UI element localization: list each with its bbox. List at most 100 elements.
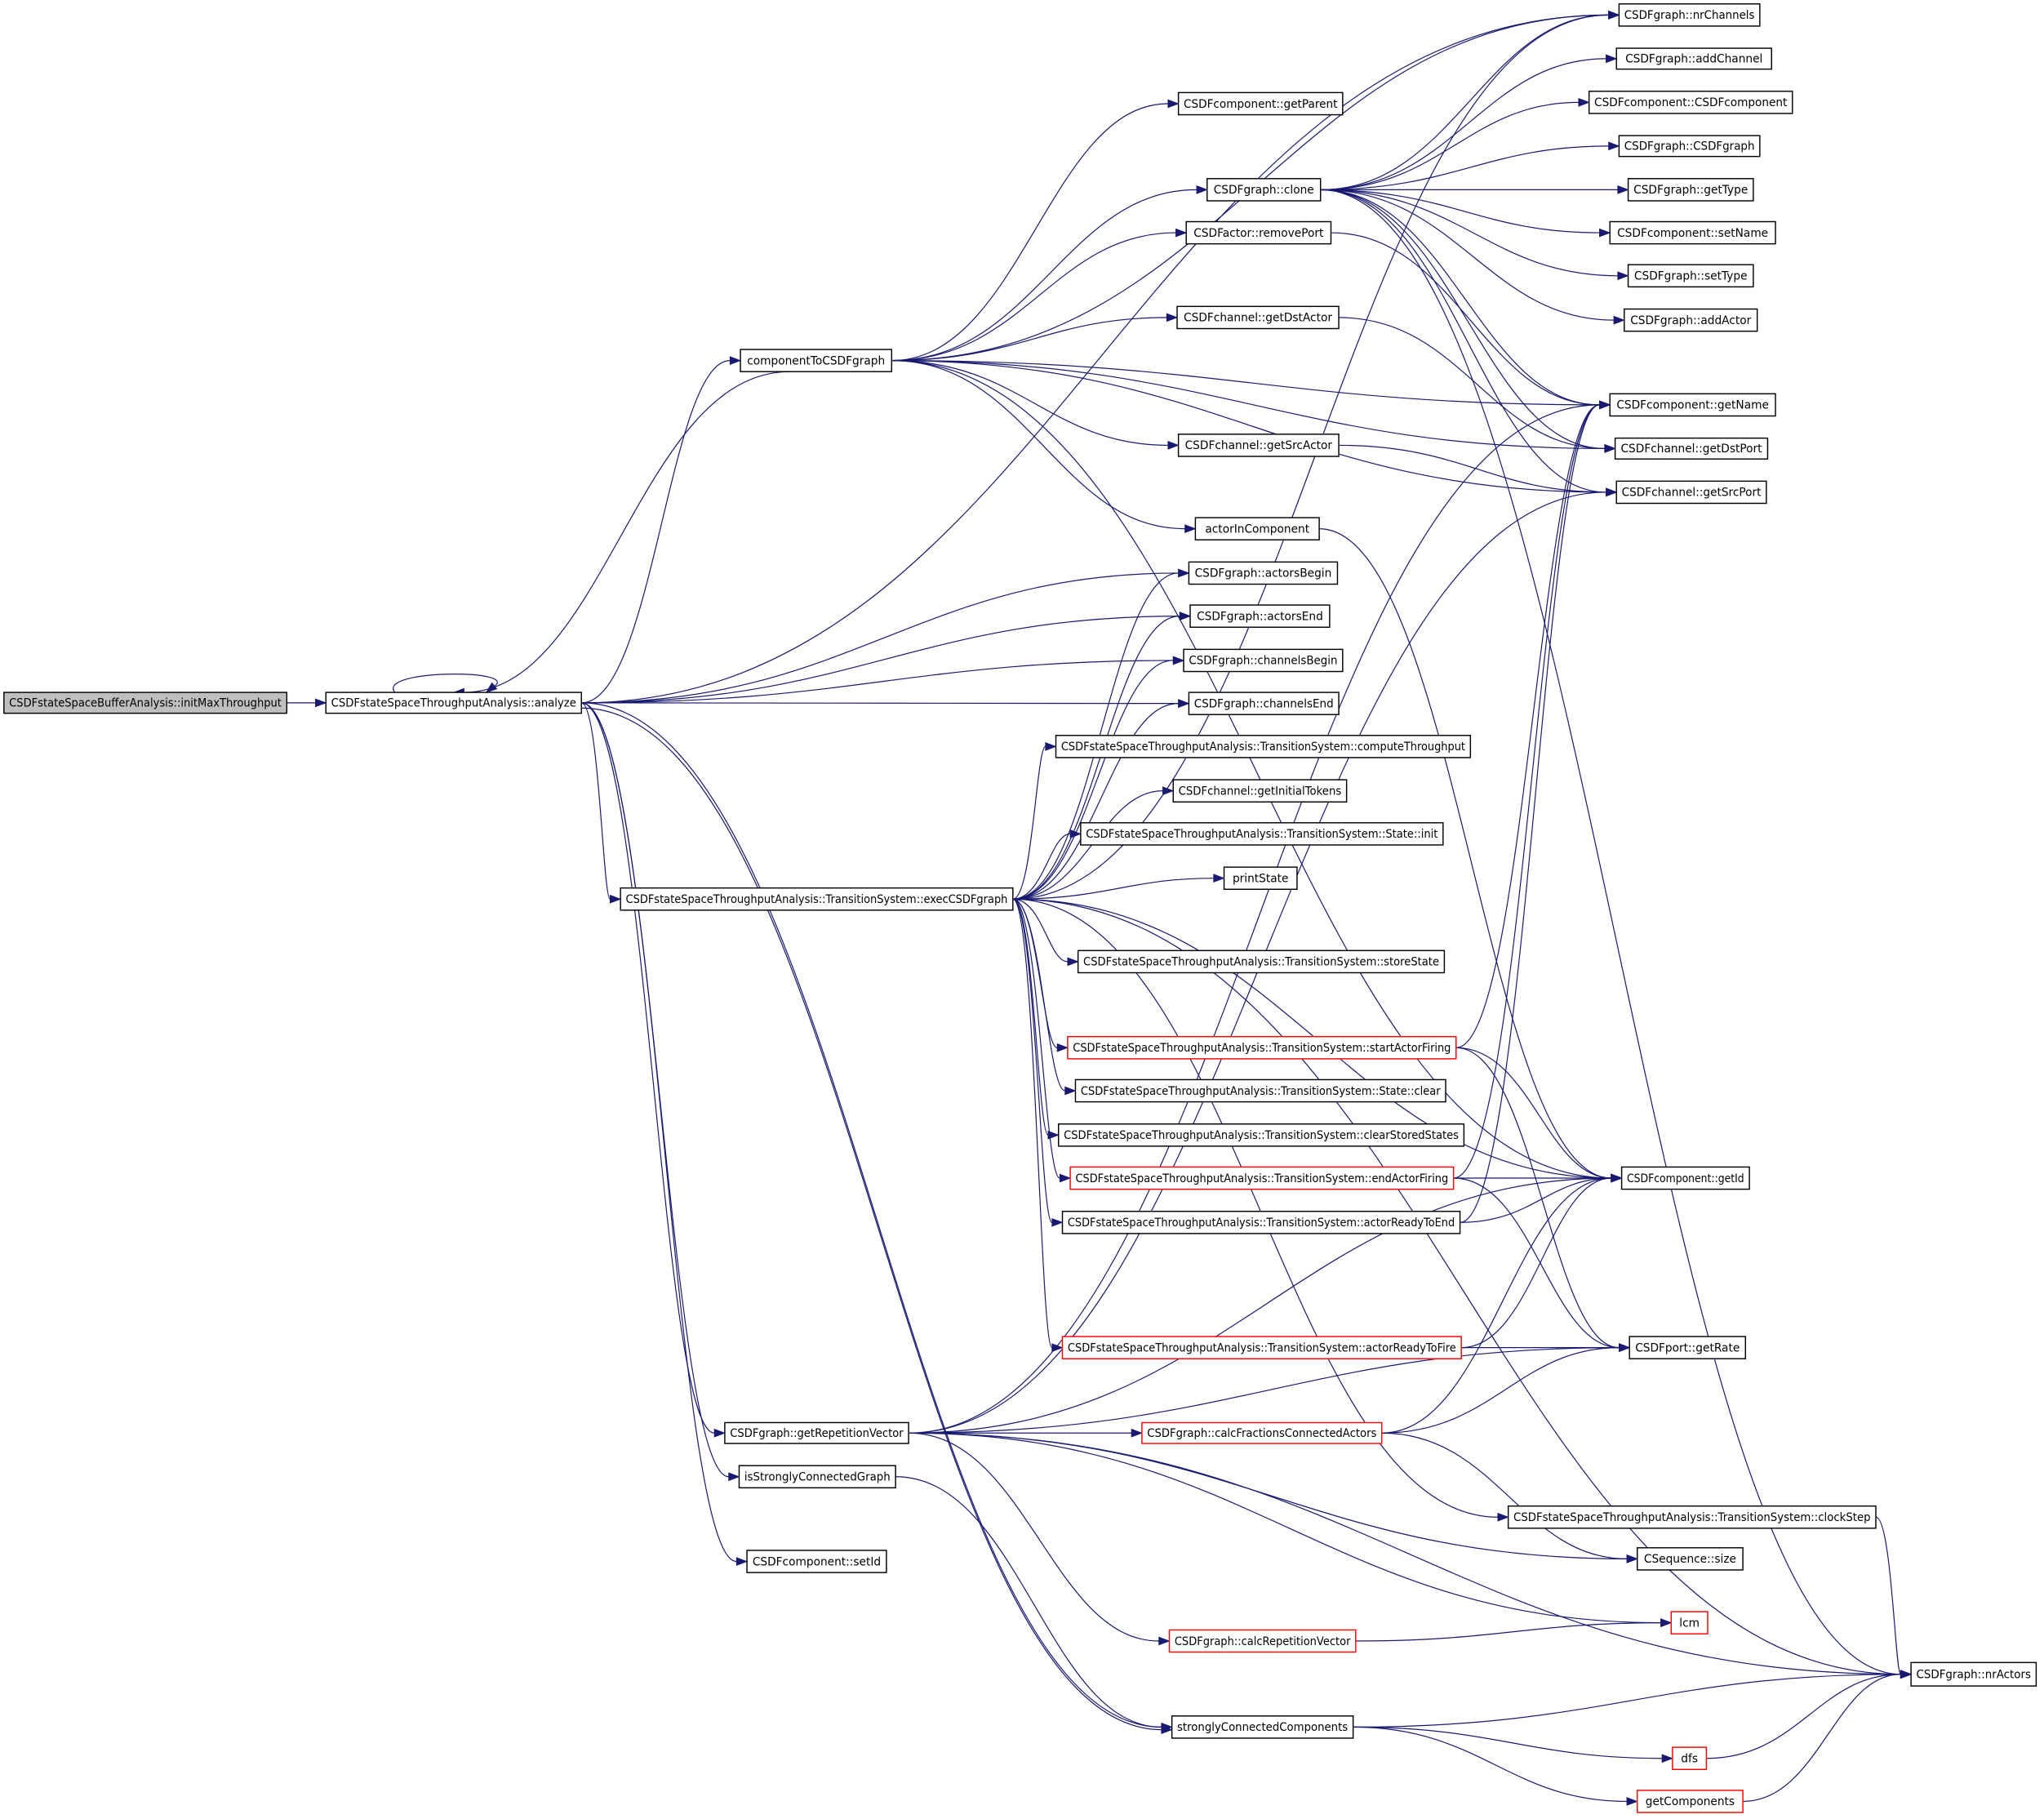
node-get-parent[interactable]: CSDFcomponent::getParent bbox=[1177, 91, 1344, 116]
edge-line bbox=[1012, 898, 1065, 1092]
edge-actor-ready-to-fire-to-get-id bbox=[1461, 1173, 1623, 1349]
node-dfs[interactable]: dfs bbox=[1672, 1746, 1708, 1771]
node-get-src-actor[interactable]: CSDFchannel::getSrcActor bbox=[1177, 434, 1340, 457]
node-box bbox=[1177, 434, 1340, 457]
node-get-repetition-vector[interactable]: CSDFgraph::getRepetitionVector bbox=[724, 1421, 909, 1444]
edge-line bbox=[1320, 58, 1606, 190]
node-label: CSDFgraph::actorsBegin bbox=[1195, 567, 1332, 580]
node-get-type[interactable]: CSDFgraph::getType bbox=[1627, 178, 1754, 202]
node-start-actor-firing[interactable]: CSDFstateSpaceThroughputAnalysis::Transi… bbox=[1067, 1036, 1457, 1060]
edge-clone-to-get-dst-port bbox=[1320, 189, 1616, 453]
node-scc[interactable]: stronglyConnectedComponents bbox=[1171, 1715, 1354, 1739]
edge-comp-to-graph-to-get-parent bbox=[891, 99, 1180, 362]
node-set-type[interactable]: CSDFgraph::setType bbox=[1627, 264, 1754, 288]
edge-line bbox=[1319, 528, 1611, 1179]
edge-line bbox=[909, 1432, 1159, 1642]
node-label: CSDFcomponent::getParent bbox=[1184, 98, 1338, 111]
node-get-id[interactable]: CSDFcomponent::getId bbox=[1620, 1166, 1750, 1190]
edge-line bbox=[1453, 1177, 1620, 1349]
node-nr-actors[interactable]: CSDFgraph::nrActors bbox=[1910, 1661, 2037, 1687]
node-state-init[interactable]: CSDFstateSpaceThroughputAnalysis::Transi… bbox=[1080, 822, 1444, 846]
arrowhead-icon bbox=[1158, 1636, 1171, 1646]
node-store-state[interactable]: CSDFstateSpaceThroughputAnalysis::Transi… bbox=[1077, 950, 1446, 974]
node-actor-in-component[interactable]: actorInComponent bbox=[1194, 517, 1320, 540]
node-get-dst-actor[interactable]: CSDFchannel::getDstActor bbox=[1176, 305, 1340, 330]
edge-get-repetition-vector-to-get-name bbox=[909, 400, 1611, 1434]
edge-exec-csdfgraph-to-actor-ready-to-end bbox=[1012, 898, 1064, 1227]
node-box bbox=[620, 887, 1014, 911]
edge-comp-to-graph-to-analyze bbox=[452, 371, 790, 697]
node-clone[interactable]: CSDFgraph::clone bbox=[1206, 178, 1322, 202]
arrowhead-icon bbox=[1611, 1173, 1623, 1183]
node-get-rate[interactable]: CSDFport::getRate bbox=[1629, 1336, 1747, 1359]
node-calc-repetition-vector[interactable]: CSDFgraph::calcRepetitionVector bbox=[1168, 1629, 1357, 1653]
node-channels-begin[interactable]: CSDFgraph::channelsBegin bbox=[1183, 648, 1344, 673]
node-set-name[interactable]: CSDFcomponent::setName bbox=[1609, 220, 1776, 245]
node-state-clear[interactable]: CSDFstateSpaceThroughputAnalysis::Transi… bbox=[1074, 1079, 1446, 1103]
edge-clone-to-get-src-port bbox=[1320, 189, 1618, 497]
node-label: CSDFstateSpaceThroughputAnalysis::analyz… bbox=[331, 697, 576, 710]
node-label: CSDFgraph::nrActors bbox=[1916, 1669, 2031, 1682]
node-label: CSDFchannel::getDstActor bbox=[1184, 312, 1332, 325]
edge-comp-to-graph-to-remove-port bbox=[891, 228, 1188, 362]
node-box bbox=[1637, 1547, 1744, 1571]
node-get-initial-tokens[interactable]: CSDFchannel::getInitialTokens bbox=[1172, 779, 1348, 803]
edge-line bbox=[1381, 1432, 1627, 1559]
node-calc-fractions[interactable]: CSDFgraph::calcFractionsConnectedActors bbox=[1141, 1421, 1383, 1444]
node-label: CSDFcomponent::getId bbox=[1627, 1172, 1744, 1185]
node-box bbox=[1185, 220, 1332, 245]
edge-line bbox=[581, 702, 1162, 1728]
node-get-name[interactable]: CSDFcomponent::getName bbox=[1609, 393, 1776, 417]
edge-line bbox=[1012, 898, 1053, 1223]
node-box bbox=[1055, 735, 1472, 758]
node-ctor-component[interactable]: CSDFcomponent::CSDFcomponent bbox=[1588, 91, 1793, 114]
edge-line bbox=[1320, 145, 1609, 190]
node-actors-begin[interactable]: CSDFgraph::actorsBegin bbox=[1188, 561, 1339, 585]
node-add-channel[interactable]: CSDFgraph::addChannel bbox=[1615, 47, 1772, 70]
node-label: CSDFgraph::clone bbox=[1214, 184, 1314, 197]
node-label: CSDFchannel::getSrcPort bbox=[1622, 487, 1762, 500]
node-label: CSDFstateSpaceThroughputAnalysis::Transi… bbox=[1073, 1042, 1451, 1055]
node-seq-size[interactable]: CSequence::size bbox=[1637, 1547, 1744, 1571]
node-actor-ready-to-end[interactable]: CSDFstateSpaceThroughputAnalysis::Transi… bbox=[1061, 1211, 1461, 1234]
node-actors-end[interactable]: CSDFgraph::actorsEnd bbox=[1189, 604, 1331, 628]
edge-clone-to-set-type bbox=[1320, 189, 1629, 281]
edge-comp-to-graph-to-actor-in-component bbox=[891, 360, 1197, 534]
node-label: CSDFstateSpaceThroughputAnalysis::Transi… bbox=[1081, 1085, 1441, 1098]
node-get-src-port[interactable]: CSDFchannel::getSrcPort bbox=[1615, 480, 1767, 505]
node-compute-throughput[interactable]: CSDFstateSpaceThroughputAnalysis::Transi… bbox=[1055, 735, 1472, 758]
node-box bbox=[1624, 308, 1758, 332]
edge-line bbox=[581, 616, 1180, 704]
node-label: CSDFstateSpaceThroughputAnalysis::Transi… bbox=[1075, 1172, 1448, 1185]
node-channels-end[interactable]: CSDFgraph::channelsEnd bbox=[1188, 692, 1340, 715]
node-exec-csdfgraph[interactable]: CSDFstateSpaceThroughputAnalysis::Transi… bbox=[620, 887, 1014, 911]
node-add-actor[interactable]: CSDFgraph::addActor bbox=[1624, 308, 1758, 332]
arrowhead-icon bbox=[1661, 1754, 1674, 1763]
node-lcm[interactable]: lcm bbox=[1670, 1611, 1709, 1634]
node-get-dst-port[interactable]: CSDFchannel::getDstPort bbox=[1614, 437, 1769, 460]
node-clock-step[interactable]: CSDFstateSpaceThroughputAnalysis::Transi… bbox=[1507, 1505, 1877, 1529]
node-clear-stored-states[interactable]: CSDFstateSpaceThroughputAnalysis::Transi… bbox=[1057, 1123, 1465, 1147]
arrowhead-icon bbox=[1131, 1428, 1144, 1438]
node-get-components[interactable]: getComponents bbox=[1637, 1790, 1744, 1813]
arrowhead-icon bbox=[713, 1428, 727, 1438]
arrowhead-icon bbox=[1608, 10, 1620, 20]
node-comp-to-graph[interactable]: componentToCSDFgraph bbox=[740, 349, 893, 372]
node-is-strongly-connected[interactable]: isStronglyConnectedGraph bbox=[738, 1465, 896, 1489]
edge-calc-fractions-to-get-rate bbox=[1381, 1343, 1631, 1434]
node-end-actor-firing[interactable]: CSDFstateSpaceThroughputAnalysis::Transi… bbox=[1069, 1166, 1455, 1190]
edge-line bbox=[580, 702, 611, 900]
node-set-id[interactable]: CSDFcomponent::setId bbox=[746, 1550, 887, 1573]
node-print-state[interactable]: printState bbox=[1223, 866, 1298, 890]
node-init-max[interactable]: CSDFstateSpaceBufferAnalysis::initMaxThr… bbox=[3, 692, 288, 714]
node-remove-port[interactable]: CSDFactor::removePort bbox=[1185, 220, 1332, 245]
node-nr-channels[interactable]: CSDFgraph::nrChannels bbox=[1618, 3, 1761, 27]
node-analyze[interactable]: CSDFstateSpaceThroughputAnalysis::analyz… bbox=[325, 692, 582, 714]
edge-line bbox=[1012, 898, 1498, 1518]
node-box bbox=[3, 692, 288, 714]
edge-line bbox=[1461, 1177, 1611, 1349]
arrowhead-icon bbox=[1613, 315, 1625, 325]
node-ctor-graph[interactable]: CSDFgraph::CSDFgraph bbox=[1618, 135, 1761, 158]
edge-get-repetition-vector-to-nr-actors bbox=[909, 1432, 1913, 1679]
node-actor-ready-to-fire[interactable]: CSDFstateSpaceThroughputAnalysis::Transi… bbox=[1061, 1336, 1462, 1359]
